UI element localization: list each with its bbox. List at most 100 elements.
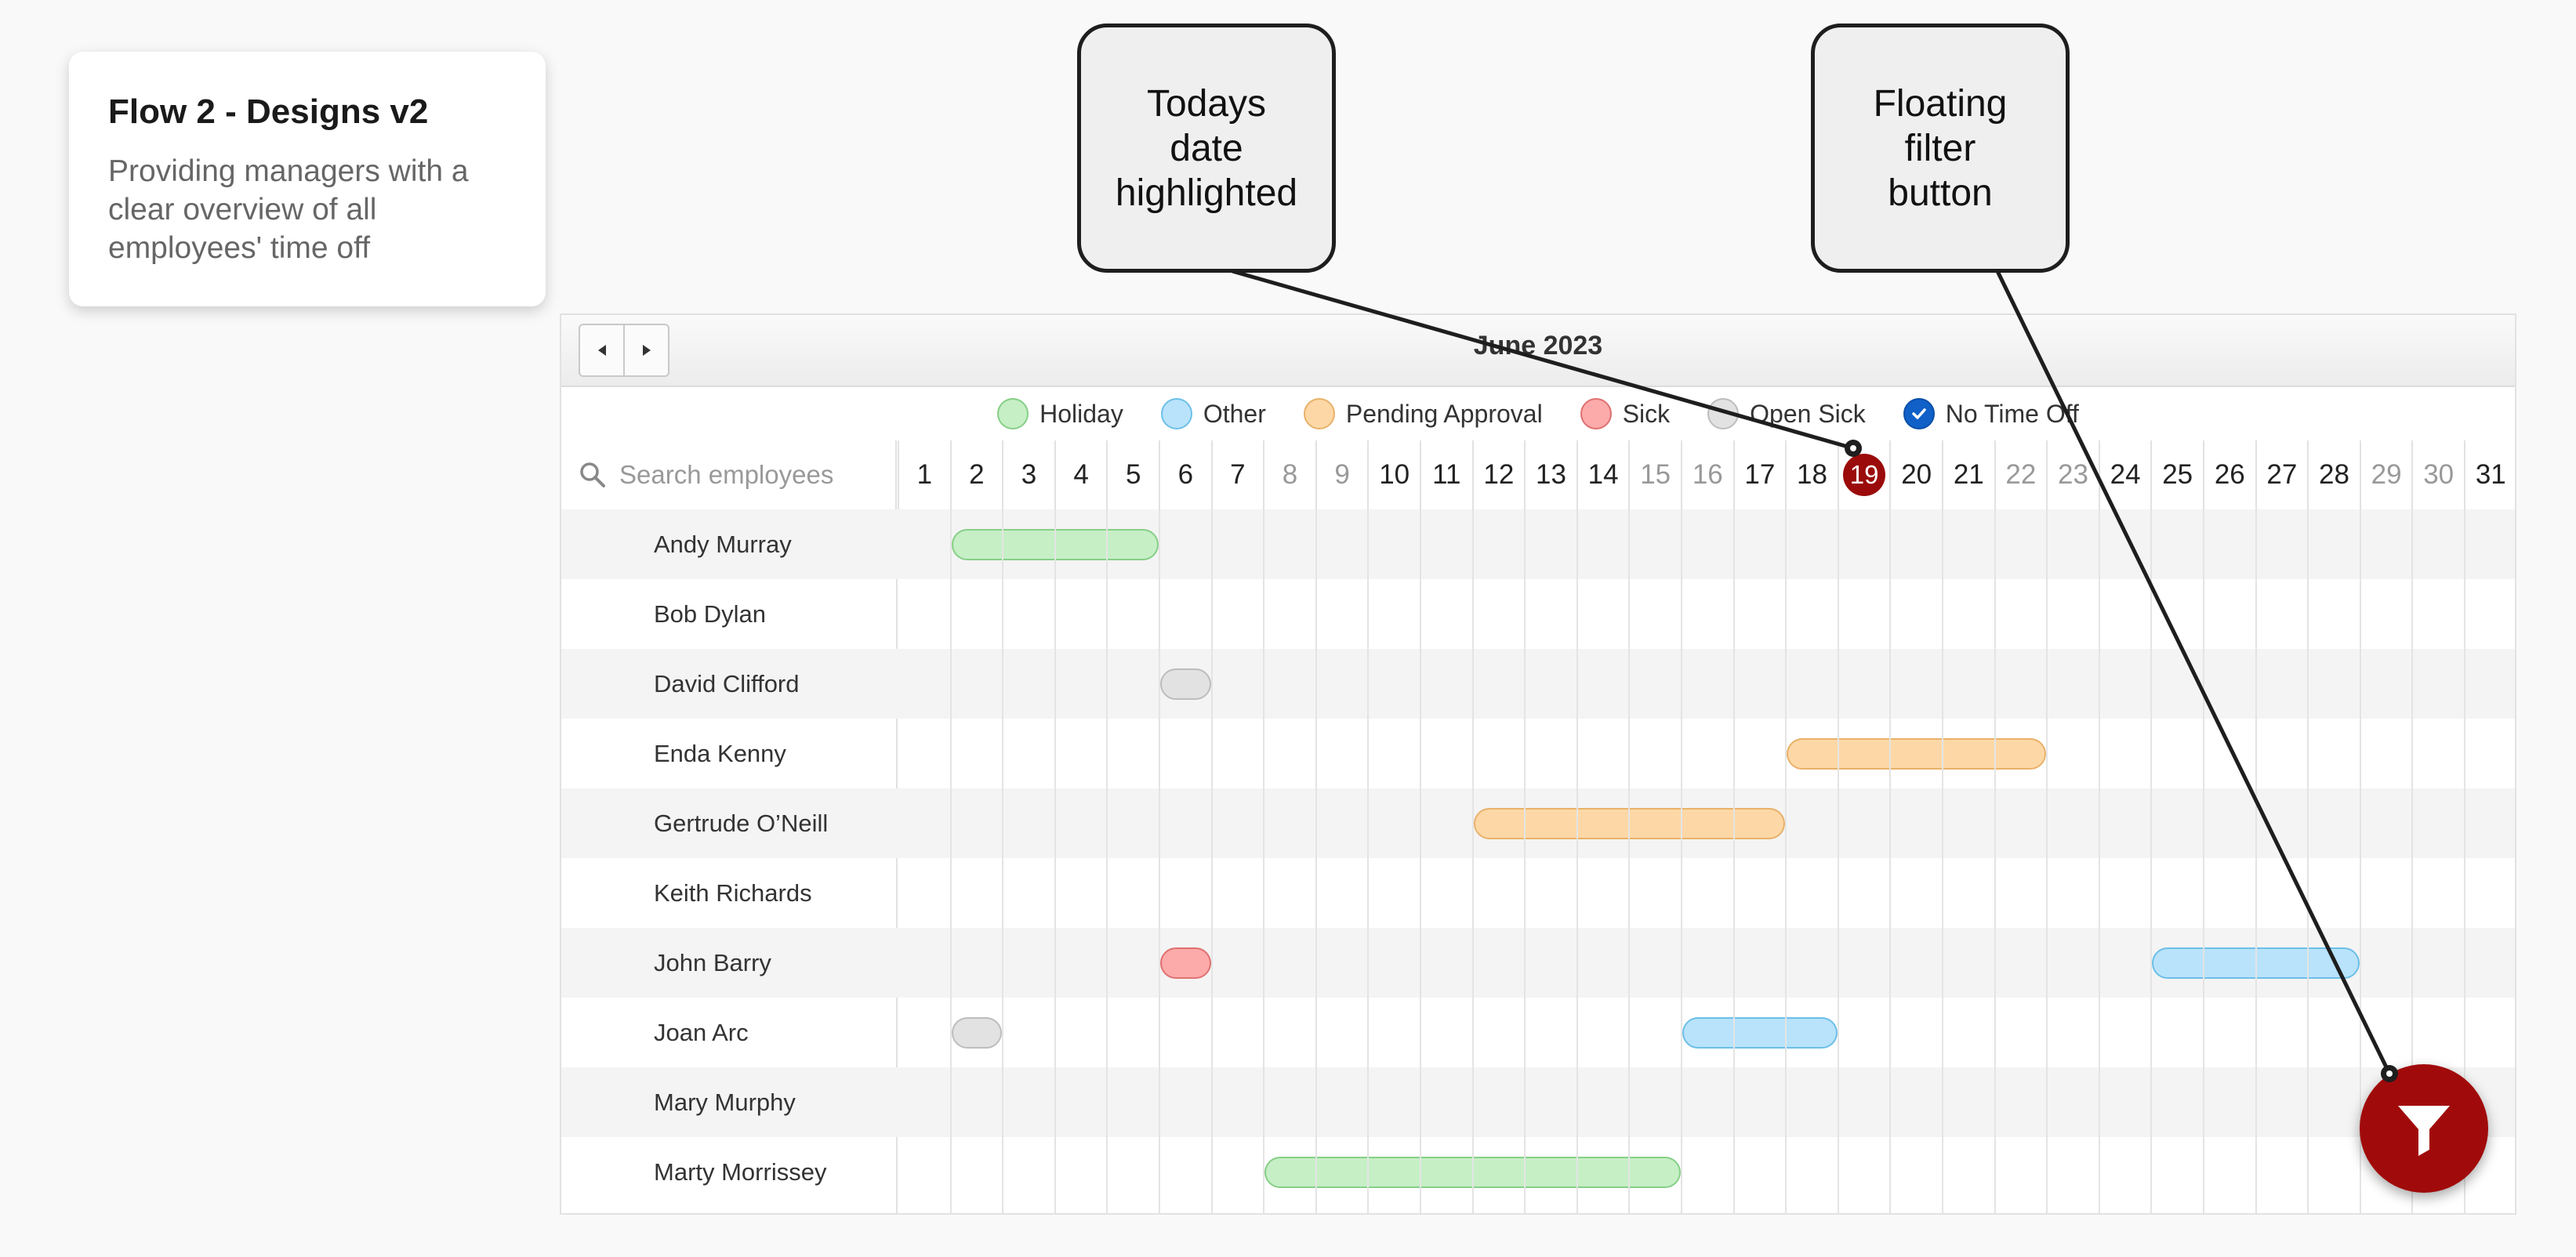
day-header-6: 6 <box>1159 440 1211 509</box>
employee-name: Joan Arc <box>654 1018 749 1046</box>
day-grid-line <box>1471 509 1474 1213</box>
day-header-27: 27 <box>2255 440 2308 509</box>
day-number: 9 <box>1334 459 1350 490</box>
legend-item-sick[interactable]: Sick <box>1580 398 1670 429</box>
day-header-17: 17 <box>1732 440 1786 509</box>
day-grid-line <box>1681 509 1682 1213</box>
caret-left-icon <box>597 345 606 356</box>
time-off-bar-pending[interactable] <box>1787 737 2047 770</box>
day-number: 7 <box>1230 459 1246 490</box>
day-number: 26 <box>2214 459 2245 490</box>
day-header-25: 25 <box>2150 440 2203 509</box>
day-number: 5 <box>1125 459 1141 490</box>
day-grid-line <box>1576 509 1578 1213</box>
legend-label: No Time Off <box>1945 399 2079 428</box>
day-number: 8 <box>1282 459 1298 490</box>
employee-row: Gertrude O’Neill <box>561 788 2515 858</box>
time-off-bar-other[interactable] <box>1682 1016 1838 1049</box>
day-number: 17 <box>1744 459 1776 490</box>
day-header-29: 29 <box>2359 440 2412 509</box>
filter-icon <box>2398 1106 2450 1156</box>
day-number: 31 <box>2475 459 2506 490</box>
callout-today-highlight: Todays date highlighted <box>1077 24 1336 273</box>
legend-swatch-opensick <box>1707 398 1740 429</box>
legend-label: Sick <box>1622 399 1671 428</box>
legend-item-other[interactable]: Other <box>1160 398 1266 429</box>
day-grid-line <box>2411 509 2414 1213</box>
callout-line: date <box>1170 127 1243 169</box>
employee-row: Keith Richards <box>561 858 2515 928</box>
day-number: 2 <box>969 459 985 490</box>
legend-item-holiday[interactable]: Holiday <box>997 398 1123 429</box>
day-number: 4 <box>1073 459 1089 490</box>
legend-swatch-sick <box>1580 398 1612 429</box>
time-off-bar-opensick[interactable] <box>951 1016 1003 1049</box>
day-number: 21 <box>1953 459 1984 490</box>
legend-label: Other <box>1203 399 1266 428</box>
day-header-5: 5 <box>1106 440 1159 509</box>
employee-row: John Barry <box>561 928 2515 998</box>
day-number: 13 <box>1536 459 1566 490</box>
day-grid-line <box>2150 509 2153 1213</box>
floating-filter-button[interactable] <box>2360 1064 2488 1193</box>
search-input[interactable] <box>618 459 887 491</box>
employee-name: Bob Dylan <box>654 600 767 628</box>
day-grid-line <box>2359 509 2361 1213</box>
day-number: 12 <box>1483 459 1515 490</box>
caret-right-icon <box>642 345 651 356</box>
day-header-31: 31 <box>2464 440 2515 509</box>
prev-month-button[interactable] <box>580 325 623 375</box>
next-month-button[interactable] <box>623 325 668 375</box>
calendar-header: June 2023 <box>561 315 2515 387</box>
day-header-8: 8 <box>1263 440 1315 509</box>
callout-line: filter <box>1904 127 1976 169</box>
callout-floating-filter: Floating filter button <box>1811 24 2070 273</box>
day-grid-line <box>2203 509 2204 1213</box>
day-grid-line <box>1263 509 1265 1213</box>
employee-name: Marty Morrissey <box>654 1157 827 1186</box>
day-number: 28 <box>2319 459 2349 490</box>
legend-swatch-other <box>1160 398 1192 429</box>
time-off-bar-sick[interactable] <box>1160 947 1211 979</box>
employee-row: Enda Kenny <box>561 719 2515 788</box>
day-grid-line <box>1159 509 1160 1213</box>
employee-name: Andy Murray <box>654 530 792 558</box>
employee-name: Enda Kenny <box>654 739 786 767</box>
legend: Holiday Other Pending Approval Sick Open Sic… <box>561 387 2515 442</box>
legend-item-opensick[interactable]: Open Sick <box>1707 398 1866 429</box>
day-header-13: 13 <box>1524 440 1576 509</box>
info-card: Flow 2 - Designs v2 Providing managers w… <box>69 52 546 306</box>
day-number: 22 <box>2005 459 2037 490</box>
employee-name: David Clifford <box>654 669 800 697</box>
day-number: 3 <box>1021 459 1037 490</box>
month-title: June 2023 <box>1473 331 1603 360</box>
day-number: 20 <box>1901 459 1932 490</box>
callout-line: button <box>1888 172 1993 214</box>
day-number: 30 <box>2423 459 2454 490</box>
day-grid-line <box>1942 509 1943 1213</box>
legend-swatch-holiday <box>997 398 1029 429</box>
day-grid-line <box>1628 509 1631 1213</box>
day-grid-line <box>2098 509 2100 1213</box>
day-header-3: 3 <box>1002 440 1054 509</box>
day-header-28: 28 <box>2307 440 2360 509</box>
day-number: 6 <box>1177 459 1194 490</box>
day-grid-line <box>2046 509 2048 1213</box>
legend-item-pending[interactable]: Pending Approval <box>1303 398 1543 429</box>
day-number: 16 <box>1692 459 1723 490</box>
legend-item-check[interactable]: No Time Off <box>1903 398 2079 429</box>
day-grid-line <box>1994 509 1996 1213</box>
day-header-9: 9 <box>1315 440 1368 509</box>
day-number: 15 <box>1640 459 1671 490</box>
employee-name: Gertrude O’Neill <box>654 809 829 837</box>
callout-line: Floating <box>1873 82 2008 125</box>
employee-name: Mary Murphy <box>654 1088 796 1116</box>
callout-line: Todays <box>1146 82 1267 125</box>
employee-row: Joan Arc <box>561 998 2515 1067</box>
day-number: 1 <box>916 459 933 490</box>
today-marker: 19 <box>1843 454 1886 496</box>
checkbox-checked-icon <box>1903 398 1935 429</box>
legend-swatch-pending <box>1303 398 1335 429</box>
time-off-bar-opensick[interactable] <box>1160 668 1211 700</box>
day-number: 18 <box>1797 459 1827 490</box>
